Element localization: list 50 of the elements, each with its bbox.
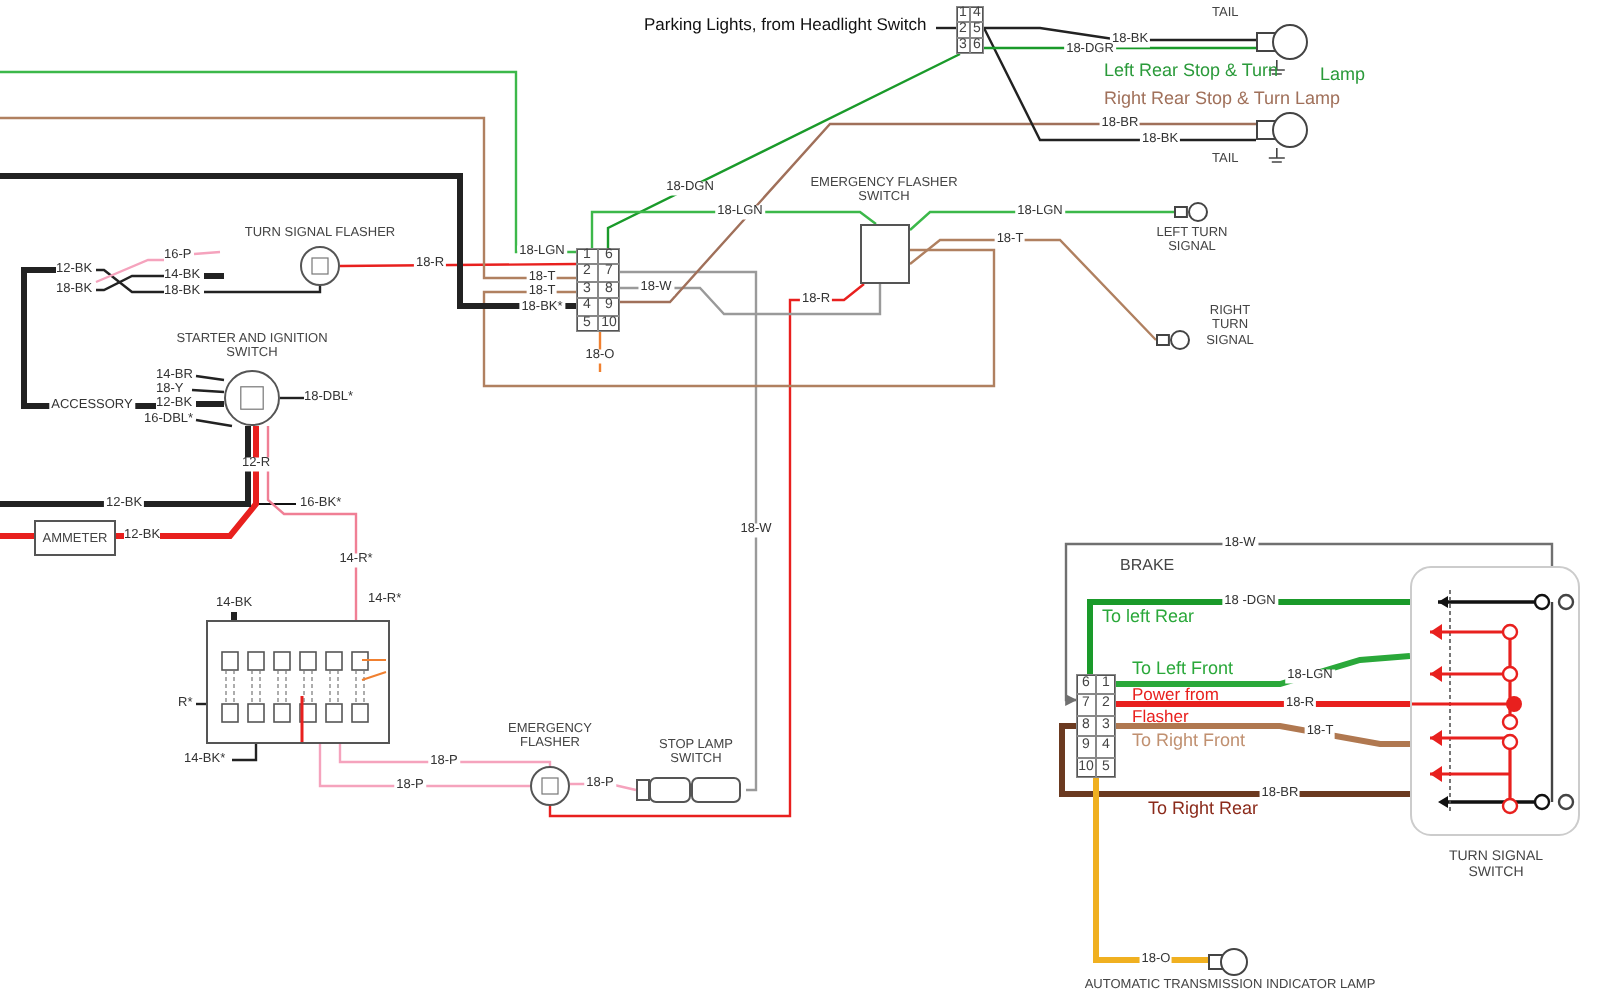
wire [338,744,552,766]
wire [195,374,225,382]
wire [191,388,225,394]
wire [95,258,164,284]
wire [0,426,251,507]
wire [909,238,1157,341]
annotation-text: Left Rear Stop & Turn [1104,62,1279,80]
wire [936,26,956,30]
wire [598,332,602,372]
note-text: Parking Lights, from Headlight Switch [644,16,929,36]
wire [620,270,758,792]
wire [1059,723,1410,797]
wire [0,116,576,280]
wire [196,401,224,407]
wire [984,26,1256,42]
wire [1116,723,1410,747]
arrow [1064,542,1554,706]
wire [982,27,1256,142]
annotation-text: To left Rear [1102,608,1195,626]
annotation-text: Power from [1132,686,1219,703]
wire [266,426,358,620]
wire [204,273,224,279]
wire [204,286,322,294]
wire [232,744,258,762]
wire [482,248,996,388]
wire [548,283,865,818]
wire [0,70,576,254]
wire [606,52,961,248]
wire [195,418,233,428]
annotation-text: To Right Front [1132,732,1246,750]
wire [1116,653,1411,687]
wire [340,262,576,268]
wire [1093,778,1208,963]
wire [620,284,882,316]
annotation-text: Right Rear Stop & Turn Lamp [1104,90,1341,108]
wire [116,426,259,539]
annotation-text: To Right Rear [1148,800,1259,818]
wire [193,250,221,256]
wire [620,122,1256,304]
wire [280,396,304,400]
wire [231,612,237,620]
annotation-text: To Left Front [1132,660,1234,678]
wire [96,274,164,292]
wire [318,744,530,788]
annotation-text: Lamp [1320,66,1366,84]
wire [1116,701,1410,707]
wire [0,173,576,309]
annotation-text: Flasher [1132,708,1189,725]
wire [96,268,164,294]
annotation-text: BRAKE [1120,558,1175,574]
